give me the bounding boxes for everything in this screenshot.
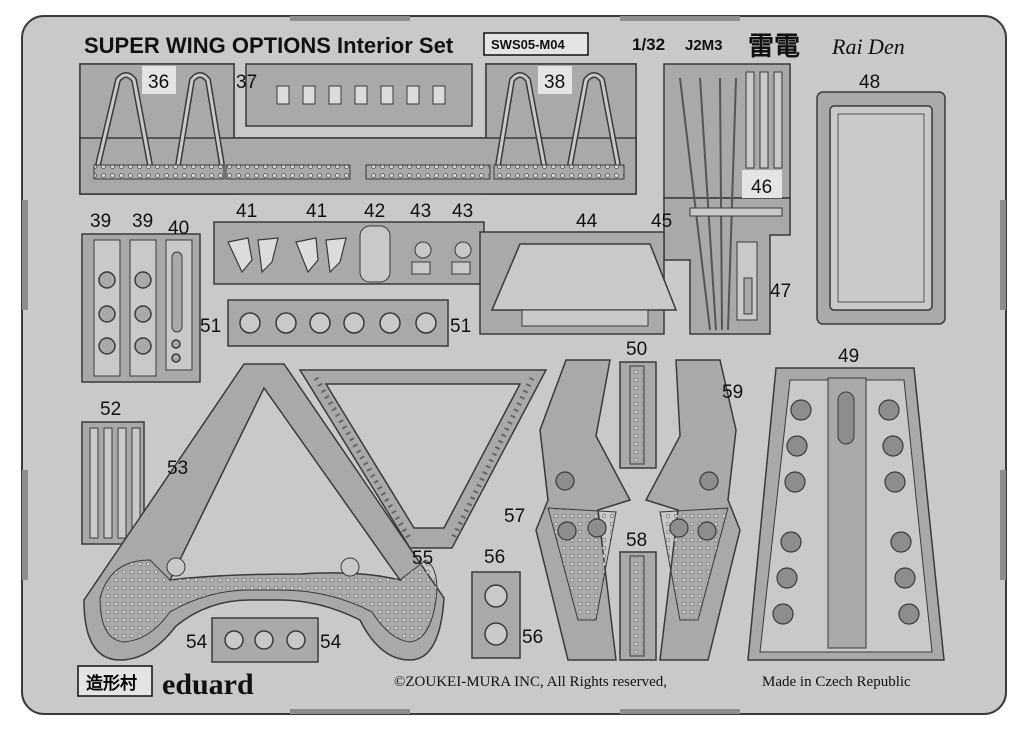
part-number-53: 53 bbox=[167, 458, 188, 479]
set-code: SWS05-M04 bbox=[491, 37, 565, 52]
part-number-52: 52 bbox=[100, 399, 121, 420]
scale-label: 1/32 bbox=[632, 35, 665, 54]
part-57-59-side-panels bbox=[535, 359, 741, 661]
part-44-box bbox=[479, 231, 678, 335]
part-51-washers bbox=[227, 299, 449, 347]
part-number-40: 40 bbox=[168, 218, 189, 239]
model-label: J2M3 bbox=[685, 37, 723, 54]
part-number-37: 37 bbox=[236, 72, 257, 93]
part-number-45: 45 bbox=[651, 211, 672, 232]
part-number-58: 58 bbox=[626, 530, 647, 551]
part-50-58-strips bbox=[619, 361, 657, 661]
part-54-washers bbox=[211, 617, 319, 663]
part-number-54b: 54 bbox=[320, 632, 342, 653]
copyright-text: ©ZOUKEI-MURA INC, All Rights reserved, bbox=[394, 674, 667, 690]
part-number-41b: 41 bbox=[306, 201, 327, 222]
kanji-name: 雷電 bbox=[748, 32, 800, 62]
part-52-strips bbox=[81, 421, 145, 545]
part-number-36: 36 bbox=[148, 72, 169, 93]
part-number-48: 48 bbox=[859, 72, 880, 93]
origin-text: Made in Czech Republic bbox=[762, 674, 911, 690]
part-number-42: 42 bbox=[364, 201, 385, 222]
part-number-39a: 39 bbox=[90, 211, 111, 232]
part-number-55: 55 bbox=[412, 548, 433, 569]
label-bg-36 bbox=[142, 66, 176, 94]
set-code-box bbox=[483, 32, 589, 56]
part-number-51b: 51 bbox=[450, 316, 471, 337]
part-number-51a: 51 bbox=[200, 316, 221, 337]
fret-edge-tabs bbox=[22, 16, 1006, 714]
script-name: Rai Den bbox=[831, 34, 905, 59]
part-number-57: 57 bbox=[504, 506, 525, 527]
part-number-50: 50 bbox=[626, 339, 647, 360]
part-number-39b: 39 bbox=[132, 211, 153, 232]
part-number-38: 38 bbox=[544, 72, 565, 93]
part-number-59: 59 bbox=[722, 382, 743, 403]
part-number-41a: 41 bbox=[236, 201, 257, 222]
eduard-logo: eduard bbox=[162, 668, 254, 701]
part-number-43b: 43 bbox=[452, 201, 473, 222]
svg-text:造形村: 造形村 bbox=[86, 673, 137, 694]
part-number-49: 49 bbox=[838, 346, 859, 367]
part-number-54a: 54 bbox=[186, 632, 208, 653]
part-number-46: 46 bbox=[751, 177, 772, 198]
label-bg-38 bbox=[538, 66, 572, 94]
label-bg-46 bbox=[742, 170, 782, 198]
part-number-56a: 56 bbox=[484, 547, 505, 568]
part-53-frame bbox=[83, 363, 445, 661]
part-41-42-43-brackets bbox=[213, 221, 485, 285]
part-55-triangle-frame bbox=[298, 369, 548, 549]
set-title: SUPER WING OPTIONS Interior Set bbox=[84, 33, 454, 58]
part-number-56b: 56 bbox=[522, 627, 543, 648]
part-39-40-strips bbox=[81, 233, 201, 383]
part-number-44: 44 bbox=[576, 211, 598, 232]
part-56-discs bbox=[471, 571, 521, 659]
part-48-panel bbox=[816, 91, 946, 325]
part-49-floor-panel bbox=[747, 367, 945, 661]
part-number-47: 47 bbox=[770, 281, 791, 302]
part-number-43a: 43 bbox=[410, 201, 431, 222]
zoukei-mura-logo: 造形村 bbox=[77, 665, 153, 697]
